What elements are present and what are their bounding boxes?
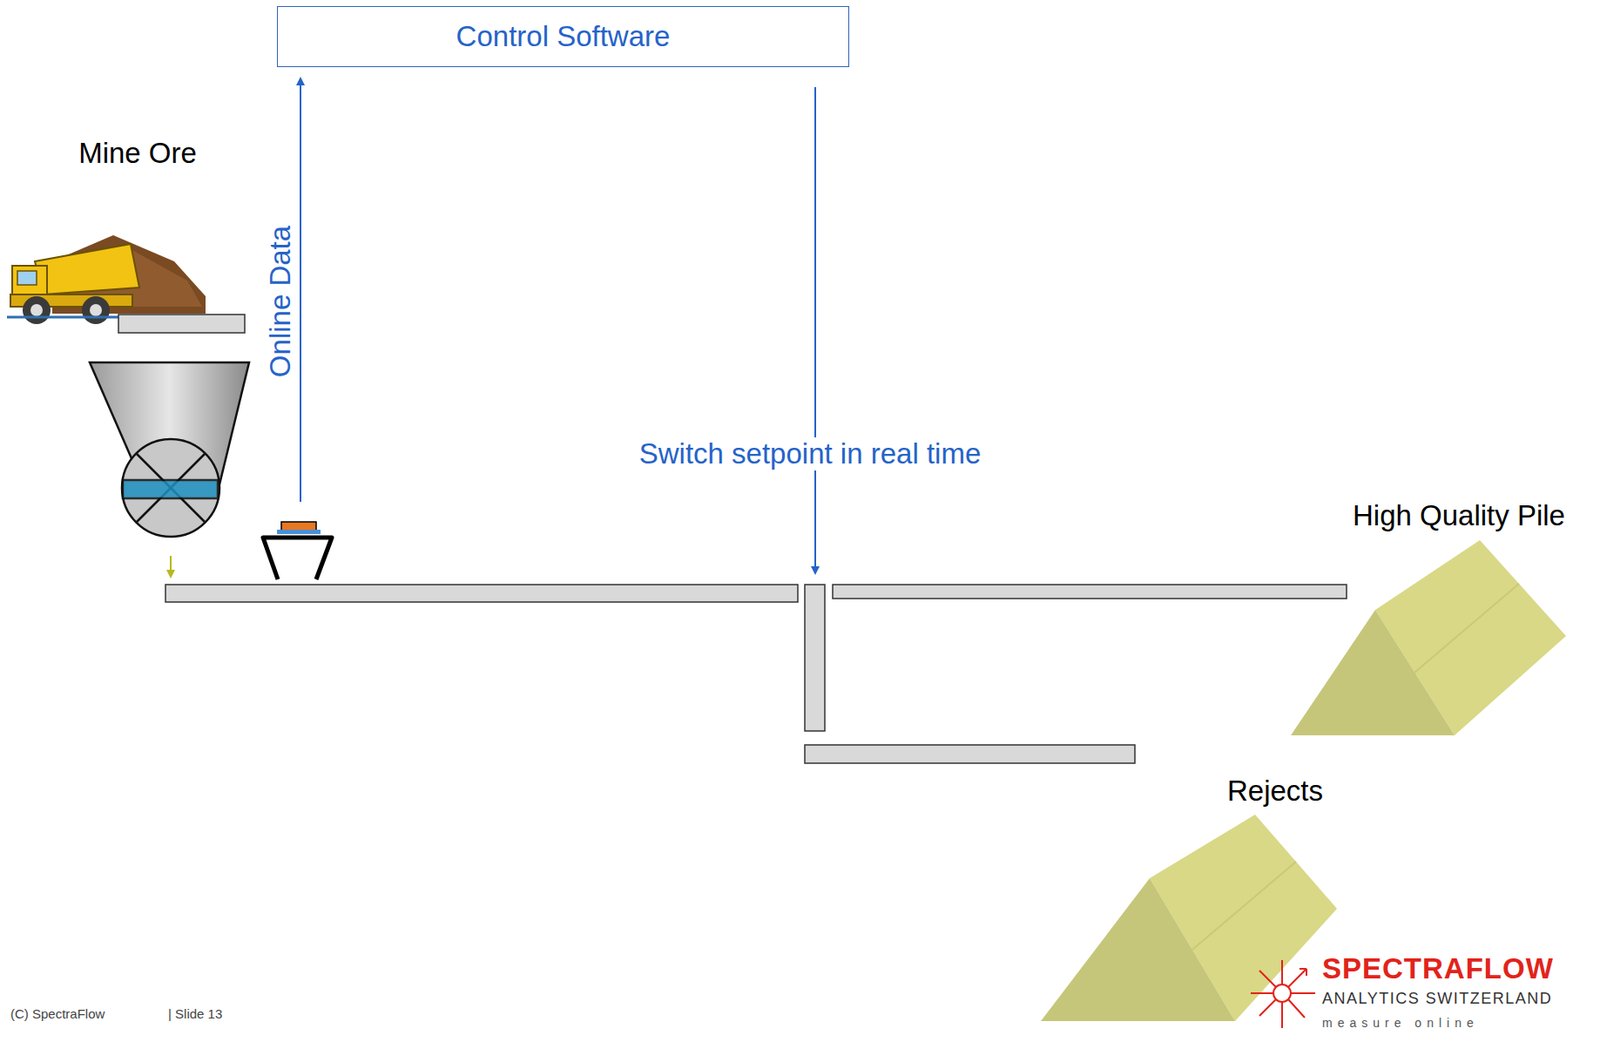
- signal-label: Online Data: [263, 225, 298, 378]
- high-quality-pile: [1290, 540, 1567, 736]
- online-analyzer: [263, 521, 332, 580]
- dump-truck: [6, 235, 206, 325]
- feed-conveyor: [165, 584, 798, 602]
- box-text: Control Software: [456, 20, 671, 54]
- rejects-pile: [1040, 814, 1337, 1021]
- reject-conveyor: [804, 744, 1135, 763]
- process-box: Control Software: [276, 6, 850, 68]
- source-label: Mine Ore: [78, 136, 197, 170]
- product-conveyor: [832, 584, 1347, 599]
- feed-plate: [118, 314, 245, 333]
- diverter-gate: [804, 584, 825, 731]
- hopper-feeder: [89, 362, 250, 577]
- signal-label: Switch setpoint in real time: [632, 437, 988, 471]
- footer-slide-number: | Slide 13: [168, 1005, 223, 1021]
- logo-name: SPECTRAFLOW: [1322, 951, 1554, 986]
- footer-copyright: (C) SpectraFlow: [10, 1005, 105, 1021]
- setpoint-arrow: [814, 87, 817, 574]
- logo-icon: [1250, 959, 1316, 1028]
- pile-label: High Quality Pile: [1352, 499, 1566, 533]
- online-data-arrow: [299, 78, 302, 502]
- logo-tagline: measure online: [1322, 1015, 1479, 1030]
- logo-subtitle: ANALYTICS SWITZERLAND: [1322, 989, 1553, 1008]
- pile-label: Rejects: [1227, 774, 1324, 808]
